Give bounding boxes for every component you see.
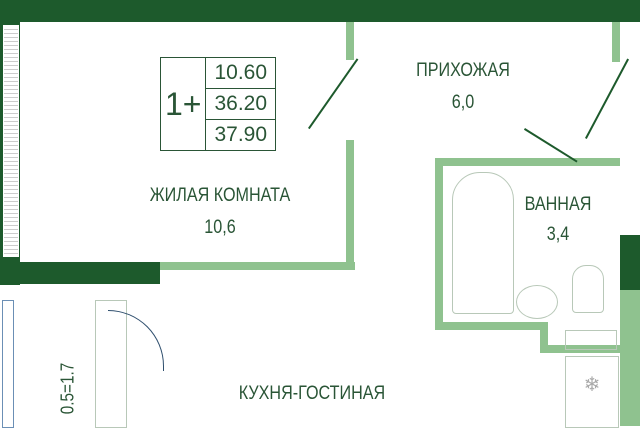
partition-right-upper: [612, 22, 620, 62]
outer-wall-right: [620, 0, 640, 426]
bathroom-wall-top: [435, 158, 620, 166]
outer-wall-top: [0, 0, 640, 22]
room-area: 3,4: [546, 224, 570, 245]
wall-living-bottom: [0, 262, 160, 284]
room-bath: ВАННАЯ 3,4: [516, 194, 601, 246]
total-area: 36.20: [205, 88, 277, 120]
partition-living: [160, 262, 355, 270]
partition-vertical-upper: [346, 22, 354, 60]
toilet-icon: [572, 265, 604, 313]
door-swing-living: [308, 58, 359, 130]
hall-wall-stub: [578, 158, 620, 166]
bathroom-wall-left: [435, 158, 443, 330]
bathroom-wall-step: [540, 322, 548, 352]
stove-icon: [565, 330, 617, 350]
total-area-with-balcony: 37.90: [205, 119, 277, 151]
room-name: ПРИХОЖАЯ: [416, 60, 510, 81]
living-area: 10.60: [205, 57, 277, 89]
room-area: 10,6: [204, 217, 236, 238]
sink-icon: [516, 285, 558, 319]
balcony-door-swing: [108, 310, 164, 371]
room-name: ЖИЛАЯ КОМНАТА: [149, 185, 291, 206]
balcony-rail: [2, 300, 14, 428]
bathroom-wall-bottom: [435, 322, 547, 330]
room-living: ЖИЛАЯ КОМНАТА 10,6: [135, 185, 305, 239]
window-left: [3, 25, 19, 257]
room-name: ВАННАЯ: [524, 194, 592, 215]
room-hall: ПРИХОЖАЯ 6,0: [395, 60, 531, 114]
balcony-formula: 0.5=1.7: [57, 362, 78, 415]
partition-vertical-lower: [346, 140, 354, 270]
bathtub-icon: [452, 172, 514, 314]
room-kitchen: КУХНЯ-ГОСТИНАЯ: [227, 383, 397, 405]
fridge-icon: ❄: [565, 356, 619, 428]
apartment-type: 1+: [159, 57, 207, 151]
apartment-info-table: 1+ 10.60 36.20 37.90: [159, 57, 277, 151]
room-area: 6,0: [451, 92, 475, 113]
room-name: КУХНЯ-ГОСТИНАЯ: [238, 383, 386, 404]
